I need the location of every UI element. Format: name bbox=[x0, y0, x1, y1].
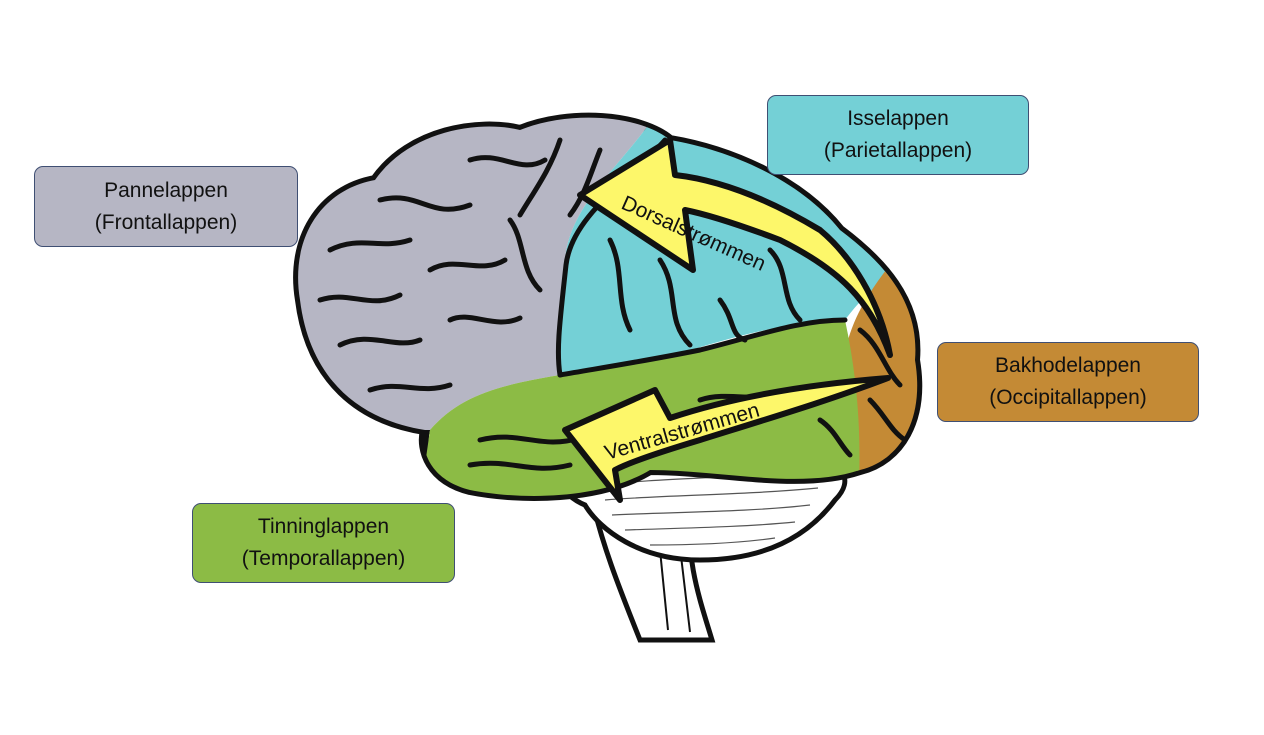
occipital-lobe-name: Bakhodelappen bbox=[995, 354, 1141, 377]
dorsal-stream-arrow bbox=[577, 137, 893, 358]
occipital-lobe-label-box: Bakhodelappen (Occipitallappen) bbox=[937, 342, 1199, 422]
frontal-lobe-latin-name: (Frontallappen) bbox=[94, 210, 238, 234]
frontal-lobe-label-box: Pannelappen (Frontallappen) bbox=[34, 166, 298, 247]
ventral-stream-arrow bbox=[562, 375, 891, 503]
frontal-lobe-name: Pannelappen bbox=[104, 178, 228, 202]
temporal-lobe-label-box: Tinninglappen (Temporallappen) bbox=[192, 503, 455, 583]
occipital-lobe-latin-name: (Occipitallappen) bbox=[989, 386, 1147, 409]
temporal-lobe-latin-name: (Temporallappen) bbox=[241, 547, 406, 570]
parietal-lobe-name: Isselappen bbox=[847, 107, 949, 130]
gyri-lines bbox=[317, 137, 908, 471]
temporal-lobe-name: Tinninglappen bbox=[257, 515, 390, 538]
parietal-lobe-latin-name: (Parietallappen) bbox=[823, 139, 973, 162]
parietal-lobe-label-box: Isselappen (Parietallappen) bbox=[767, 95, 1029, 175]
